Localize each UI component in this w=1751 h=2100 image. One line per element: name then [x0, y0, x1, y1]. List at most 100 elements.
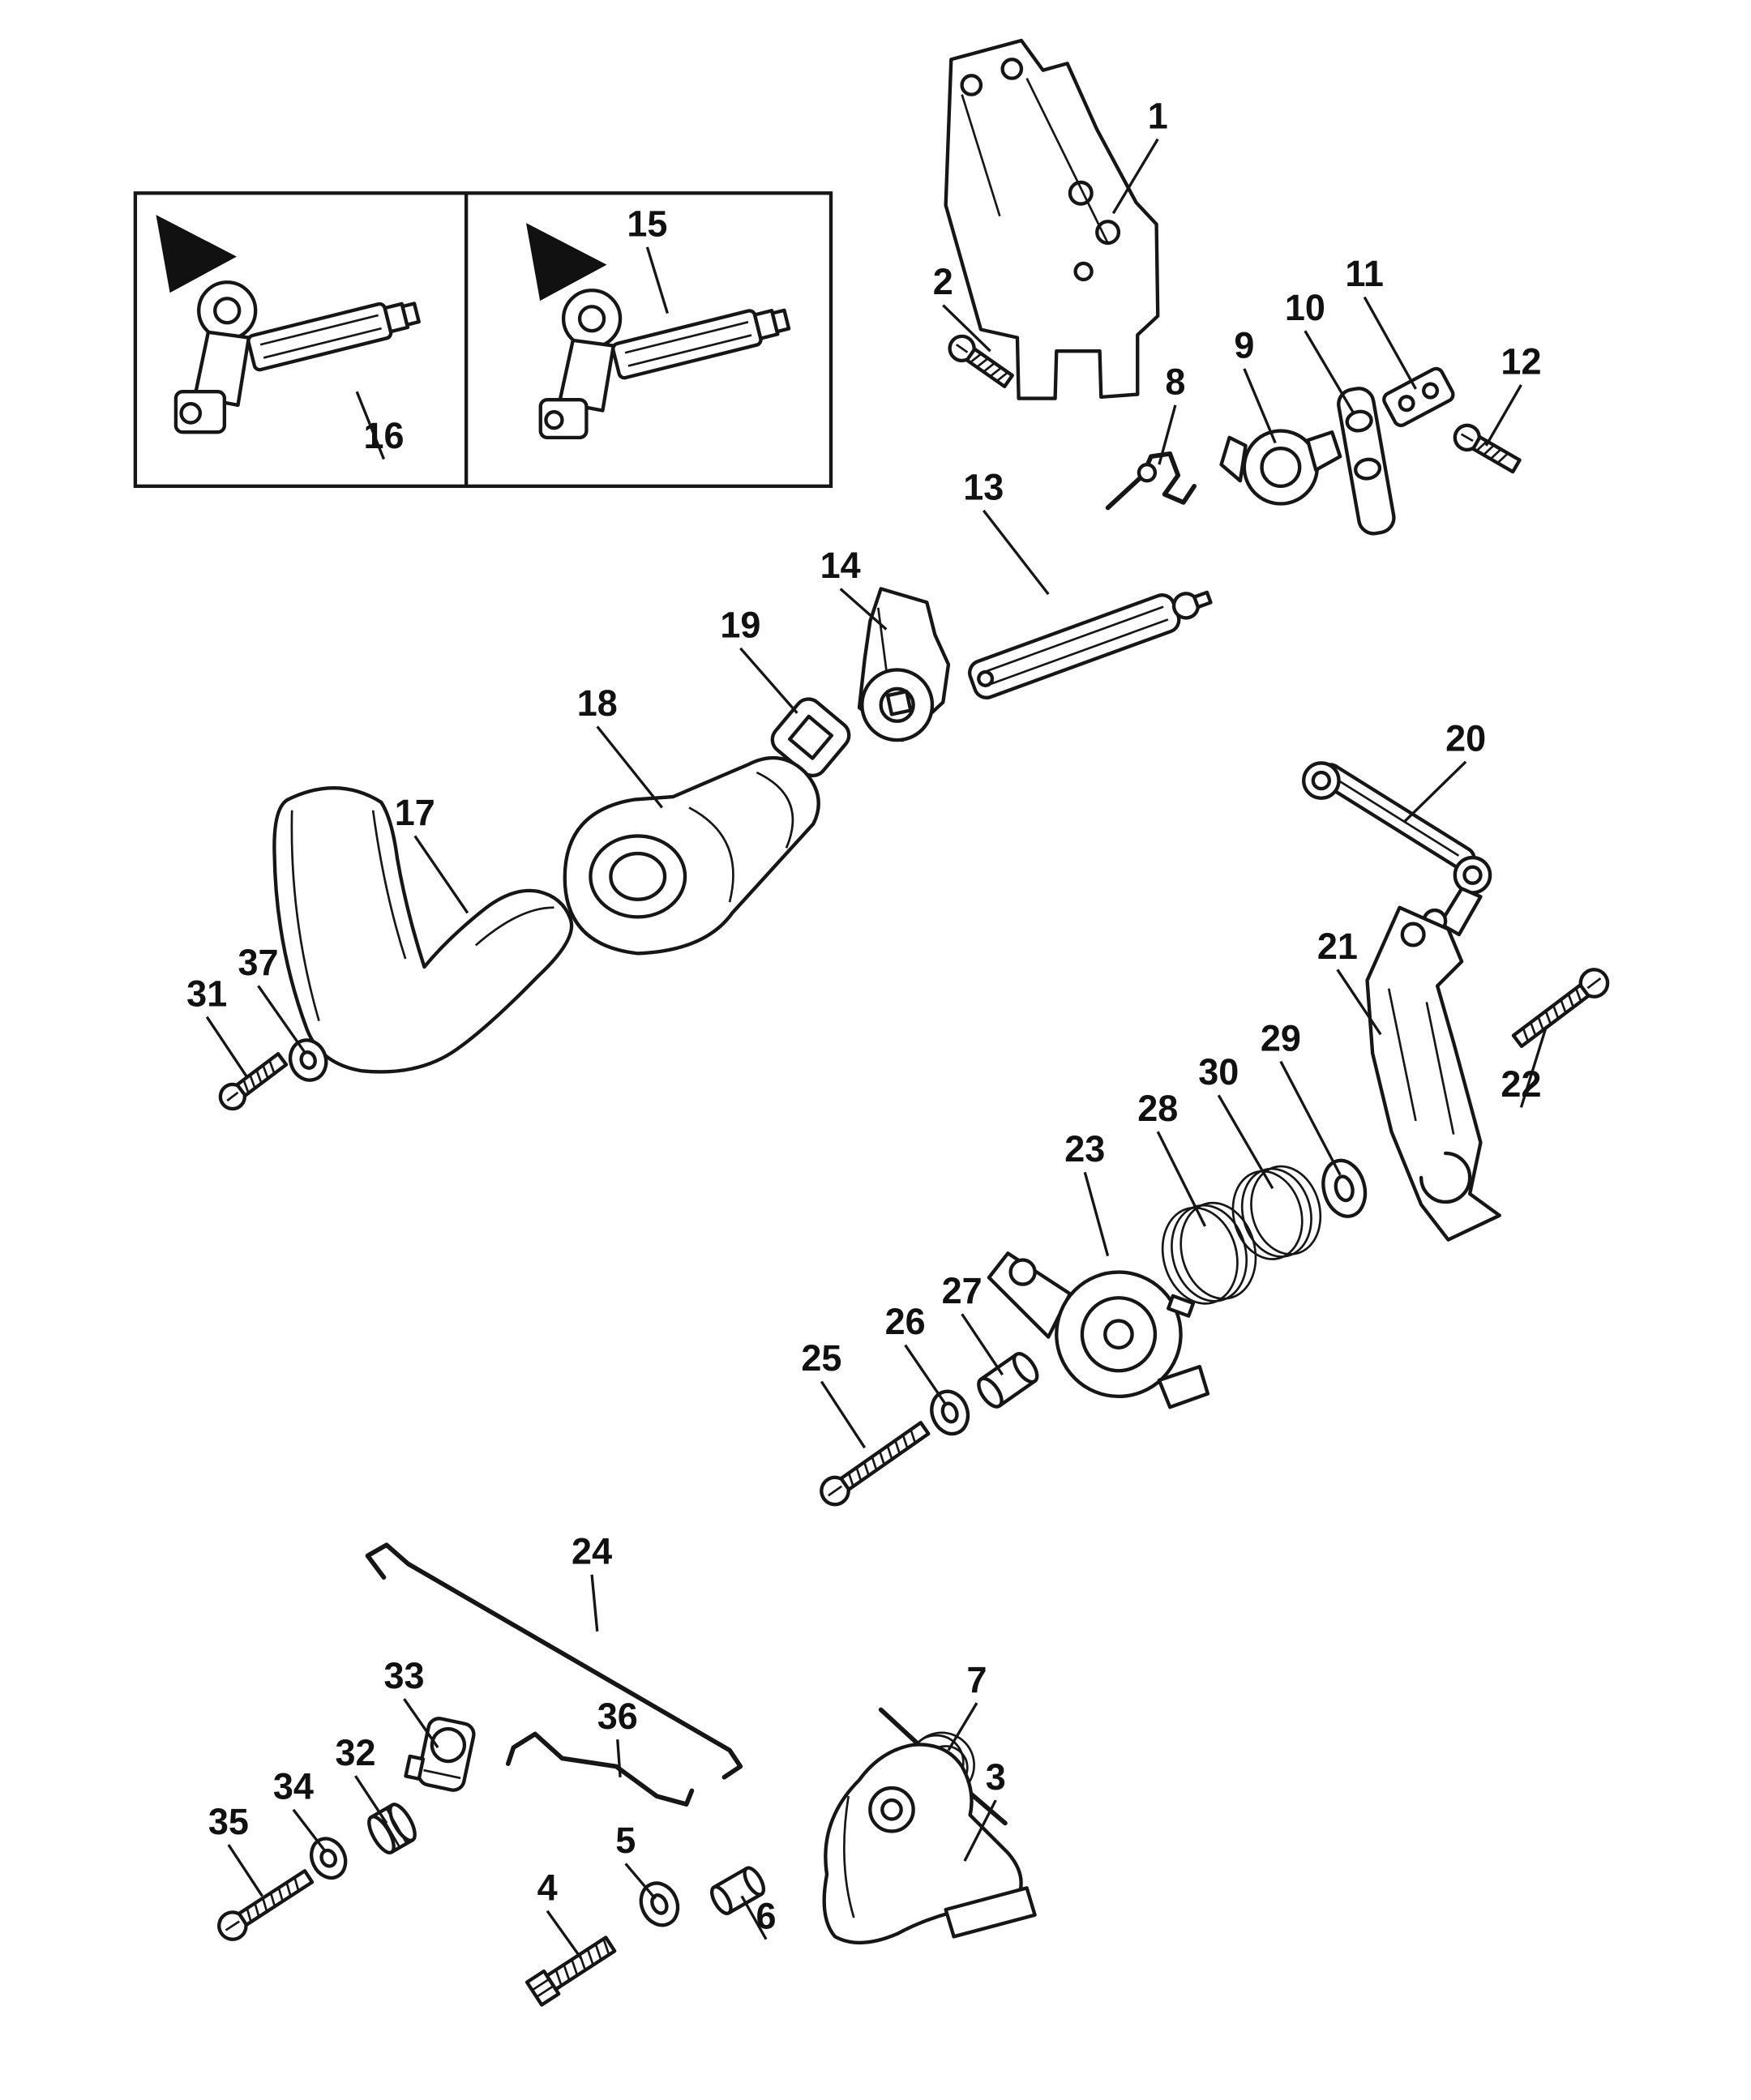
- callout-leader-line: [1156, 1131, 1207, 1227]
- part-31-screw: [218, 1052, 289, 1111]
- callout-number-20: 20: [1445, 717, 1486, 759]
- callout-number-33: 33: [383, 1655, 424, 1696]
- part-19-retainer: [770, 697, 851, 778]
- inset-panel: [133, 191, 833, 489]
- callout-leader-line: [1363, 296, 1417, 390]
- part-12-screw: [1453, 423, 1522, 474]
- callout-number-37: 37: [238, 942, 279, 983]
- callout-leader-line: [292, 1808, 326, 1851]
- callout-number-25: 25: [801, 1337, 841, 1379]
- callout-number-35: 35: [208, 1801, 249, 1842]
- callout-number-16: 16: [363, 415, 404, 456]
- callout-number-22: 22: [1501, 1063, 1541, 1105]
- part-3-lever: [822, 1743, 1037, 1945]
- callout-leader-line: [1519, 1029, 1548, 1108]
- callout-leader-line: [982, 509, 1050, 596]
- callout-number-30: 30: [1198, 1051, 1239, 1093]
- part-27-spacer: [977, 1352, 1039, 1409]
- part-23-cam: [987, 1251, 1210, 1409]
- callout-leader-line: [205, 1016, 249, 1079]
- callout-number-14: 14: [820, 545, 861, 586]
- callout-number-19: 19: [720, 604, 760, 645]
- part-26-washer: [930, 1389, 970, 1436]
- part-17-handle: [272, 786, 574, 1074]
- callout-leader-line: [257, 985, 307, 1054]
- callout-number-11: 11: [1345, 253, 1384, 294]
- callout-leader-line: [1083, 1171, 1110, 1257]
- part-5-washer: [639, 1881, 680, 1927]
- part-22-screw: [1511, 968, 1610, 1049]
- callout-number-1: 1: [1148, 95, 1168, 136]
- part-4-bolt: [524, 1935, 617, 2007]
- part-2-screw: [948, 334, 1014, 389]
- callout-leader-line: [1484, 384, 1522, 447]
- part-29-washer: [1321, 1158, 1368, 1218]
- callout-number-4: 4: [537, 1867, 558, 1908]
- callout-number-32: 32: [335, 1732, 375, 1773]
- part-11-plate: [1382, 366, 1455, 428]
- part-24-rod: [365, 1542, 743, 1780]
- callout-number-36: 36: [597, 1696, 638, 1737]
- callout-number-13: 13: [963, 467, 1004, 508]
- part-6-spacer: [710, 1866, 766, 1915]
- callout-leader-line: [739, 647, 798, 714]
- callout-number-9: 9: [1234, 325, 1254, 366]
- part-9-clamp: [1219, 429, 1342, 506]
- callout-leader-line: [961, 1313, 1004, 1376]
- part-1-bracket: [944, 38, 1160, 400]
- part-13-rod: [968, 590, 1213, 699]
- part-25-screw: [820, 1421, 931, 1507]
- callout-leader-line: [596, 725, 664, 809]
- part-28-spring: [1161, 1201, 1257, 1305]
- part-16-link-assembly: [173, 280, 421, 434]
- callout-leader-line: [590, 1574, 599, 1632]
- callout-leader-line: [1336, 969, 1382, 1036]
- part-34-washer: [310, 1837, 348, 1880]
- callout-number-3: 3: [986, 1756, 1006, 1798]
- callout-leader-line: [963, 1799, 997, 1862]
- callout-number-28: 28: [1137, 1088, 1178, 1129]
- callout-number-34: 34: [273, 1765, 314, 1807]
- callout-leader-line: [355, 391, 386, 460]
- callout-number-12: 12: [1501, 341, 1541, 383]
- part-32-bushing: [367, 1803, 417, 1854]
- part-8-clip: [1105, 451, 1197, 511]
- callout-leader-line: [616, 1739, 622, 1777]
- callout-number-6: 6: [756, 1895, 777, 1936]
- callout-number-2: 2: [933, 261, 953, 302]
- part-33-clamp: [404, 1717, 476, 1792]
- callout-number-31: 31: [186, 973, 227, 1014]
- callout-leader-line: [1111, 138, 1159, 215]
- callout-number-29: 29: [1261, 1017, 1301, 1059]
- callout-number-5: 5: [615, 1820, 636, 1861]
- callout-leader-line: [942, 304, 991, 353]
- callout-leader-line: [1243, 368, 1277, 444]
- callout-number-8: 8: [1165, 361, 1185, 403]
- callout-leader-line: [624, 1863, 657, 1900]
- inset-arrow-left-icon: [156, 215, 237, 293]
- callout-leader-line: [947, 1702, 978, 1751]
- part-14-arm: [857, 587, 951, 742]
- callout-number-17: 17: [395, 792, 435, 833]
- callout-leader-line: [839, 588, 888, 631]
- callout-number-7: 7: [966, 1659, 987, 1700]
- callout-leader-line: [354, 1775, 388, 1824]
- part-18-housing: [563, 755, 820, 956]
- callout-number-23: 23: [1064, 1128, 1105, 1170]
- callout-leader-line: [1404, 760, 1467, 823]
- callout-leader-line: [403, 1698, 439, 1749]
- callout-leader-line: [820, 1380, 867, 1449]
- callout-leader-line: [1304, 330, 1355, 414]
- callout-number-26: 26: [885, 1301, 926, 1342]
- callout-layer: 1234567891011121314151617181920212223242…: [186, 95, 1548, 1960]
- callout-leader-line: [1217, 1094, 1274, 1190]
- part-10-strap: [1337, 387, 1396, 536]
- inset-arrow-right-icon: [525, 223, 607, 302]
- callout-number-18: 18: [577, 682, 618, 724]
- callout-number-21: 21: [1317, 926, 1358, 967]
- callout-leader-line: [546, 1910, 583, 1960]
- callout-number-15: 15: [627, 203, 667, 245]
- part-15-link-assembly: [538, 289, 791, 440]
